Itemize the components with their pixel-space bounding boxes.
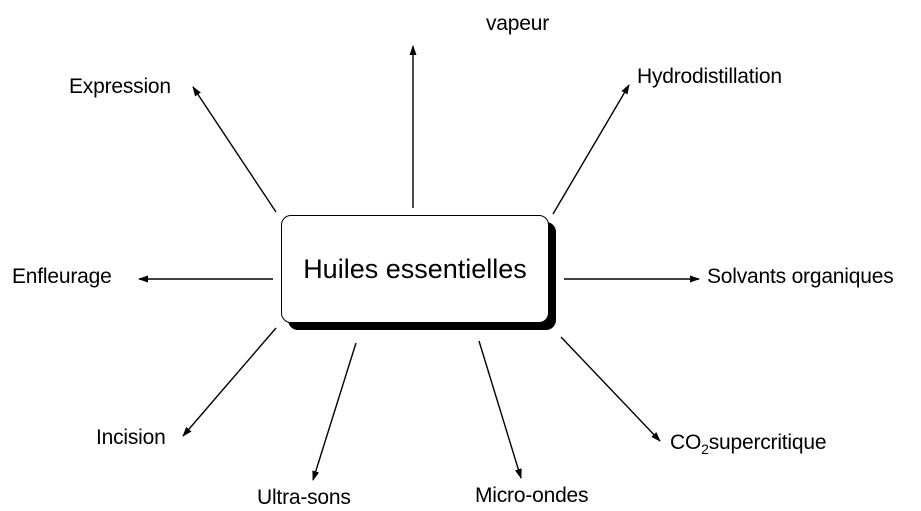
label-co2-supercritique: CO2supercritique bbox=[670, 431, 827, 456]
arrow-co2 bbox=[560, 336, 661, 442]
label-incision: Incision bbox=[96, 426, 166, 449]
arrow-hydrodistillation bbox=[552, 84, 630, 215]
label-co2-subscript: 2 bbox=[701, 441, 709, 457]
center-box: Huiles essentielles bbox=[281, 215, 549, 323]
label-expression: Expression bbox=[69, 75, 171, 98]
label-micro-ondes: Micro-ondes bbox=[475, 484, 589, 507]
arrow-expression bbox=[192, 86, 277, 213]
label-vapeur: vapeur bbox=[486, 12, 550, 35]
center-title: Huiles essentielles bbox=[303, 253, 527, 284]
arrow-microondes bbox=[478, 340, 522, 479]
label-enfleurage: Enfleurage bbox=[12, 265, 112, 288]
label-solvants-organiques: Solvants organiques bbox=[707, 265, 894, 288]
arrow-ultrasons bbox=[312, 342, 357, 481]
arrow-incision bbox=[182, 327, 277, 437]
label-co2-suffix: supercritique bbox=[708, 431, 827, 454]
label-ultra-sons: Ultra-sons bbox=[257, 486, 351, 509]
label-hydrodistillation: Hydrodistillation bbox=[637, 65, 782, 88]
label-co2-prefix: CO bbox=[670, 431, 702, 454]
